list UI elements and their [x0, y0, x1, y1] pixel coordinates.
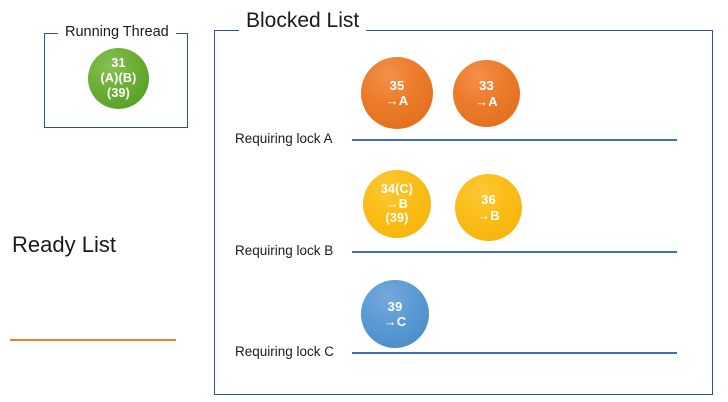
- ready-list-title: Ready List: [12, 232, 116, 257]
- blocked-node-34-line2: →B: [386, 196, 408, 211]
- blocked-node-34-line3: (39): [385, 211, 409, 226]
- blocked-node-39: 39 →C: [361, 280, 429, 348]
- blocked-list-title: Blocked List: [239, 10, 367, 31]
- running-thread-node: 31 (A)(B) (39): [88, 48, 149, 109]
- running-thread-node-line1: 31: [111, 56, 126, 71]
- blocked-node-33-line2: →A: [475, 93, 498, 109]
- blocked-node-39-line2: →C: [383, 314, 407, 329]
- running-thread-title: Running Thread: [58, 25, 176, 40]
- lock-line-a: [352, 139, 677, 141]
- blocked-node-35: 35 →A: [361, 57, 433, 129]
- lock-label-c: Requiring lock C: [235, 344, 335, 359]
- blocked-node-35-line1: 35: [389, 77, 405, 93]
- lock-line-b: [352, 251, 677, 253]
- blocked-node-36-line2: →B: [477, 207, 500, 223]
- running-thread-node-line2: (A)(B): [100, 71, 137, 86]
- blocked-node-36-line1: 36: [481, 192, 496, 208]
- blocked-node-34: 34(C) →B (39): [363, 170, 431, 238]
- lock-line-c: [352, 352, 677, 354]
- lock-label-a: Requiring lock A: [235, 131, 333, 146]
- blocked-node-36: 36 →B: [455, 174, 522, 241]
- ready-list-rule: [10, 339, 176, 341]
- blocked-node-34-line1: 34(C): [380, 181, 414, 196]
- blocked-node-39-line1: 39: [387, 298, 403, 314]
- blocked-node-33-line1: 33: [479, 78, 494, 94]
- lock-label-b: Requiring lock B: [235, 243, 334, 258]
- running-thread-node-line3: (39): [106, 85, 131, 100]
- blocked-node-33: 33 →A: [453, 60, 520, 127]
- blocked-list-box: [214, 30, 713, 395]
- blocked-node-35-line2: →A: [385, 93, 409, 108]
